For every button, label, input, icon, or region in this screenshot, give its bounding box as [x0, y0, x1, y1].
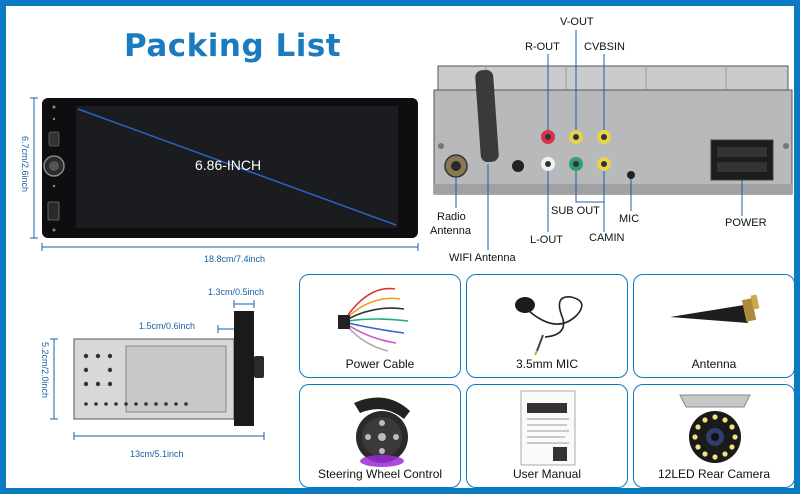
mic-label: 3.5mm MIC [515, 357, 578, 371]
radio-antenna-label-1: Radio [437, 211, 466, 223]
side-view-drawing [50, 300, 265, 440]
power-cable-label: Power Cable [345, 357, 415, 371]
page-title: Packing List [124, 28, 342, 64]
cvbsin-label: CVBSIN [584, 41, 625, 53]
v-out-label: V-OUT [560, 16, 594, 28]
front-panel-drawing [30, 97, 419, 251]
item-card-mic: 3.5mm MIC [466, 274, 628, 378]
mic-icon [515, 296, 583, 355]
item-card-steering-control: Steering Wheel Control [299, 384, 461, 488]
antenna-icon [670, 294, 760, 323]
depth-dimension: 13cm/5.1inch [130, 449, 184, 459]
rear-panel-drawing [433, 30, 793, 250]
item-card-power-cable: Power Cable [299, 274, 461, 378]
steering-remote-icon [354, 397, 410, 467]
panel-thickness-dimension: 1.3cm/0.5inch [208, 287, 265, 297]
wifi-antenna-label: WIFI Antenna [449, 252, 516, 264]
knob-depth-dimension: 1.5cm/0.6inch [139, 321, 196, 331]
l-out-label: L-OUT [530, 234, 563, 246]
item-card-user-manual: User Manual [466, 384, 628, 488]
screen-size-label: 6.86-INCH [195, 157, 262, 173]
item-card-antenna: Antenna [633, 274, 795, 378]
power-label: POWER [725, 217, 767, 229]
r-out-label: R-OUT [525, 41, 560, 53]
rear-camera-label: 12LED Rear Camera [657, 467, 771, 481]
power-cable-icon [338, 287, 409, 352]
steering-control-label: Steering Wheel Control [317, 467, 443, 481]
user-manual-label: User Manual [512, 467, 582, 481]
item-card-rear-camera: 12LED Rear Camera [633, 384, 795, 488]
front-width-dimension: 18.8cm/7.4inch [204, 254, 266, 264]
manual-icon [520, 390, 576, 466]
camin-label: CAMIN [589, 232, 625, 244]
sub-out-label: SUB OUT [551, 205, 600, 217]
radio-antenna-label-2: Antenna [430, 225, 471, 237]
antenna-label: Antenna [691, 357, 737, 371]
camera-icon [679, 394, 751, 463]
mic-port-label: MIC [619, 213, 640, 225]
side-height-dimension: 5.2cm/2.0inch [40, 342, 50, 399]
